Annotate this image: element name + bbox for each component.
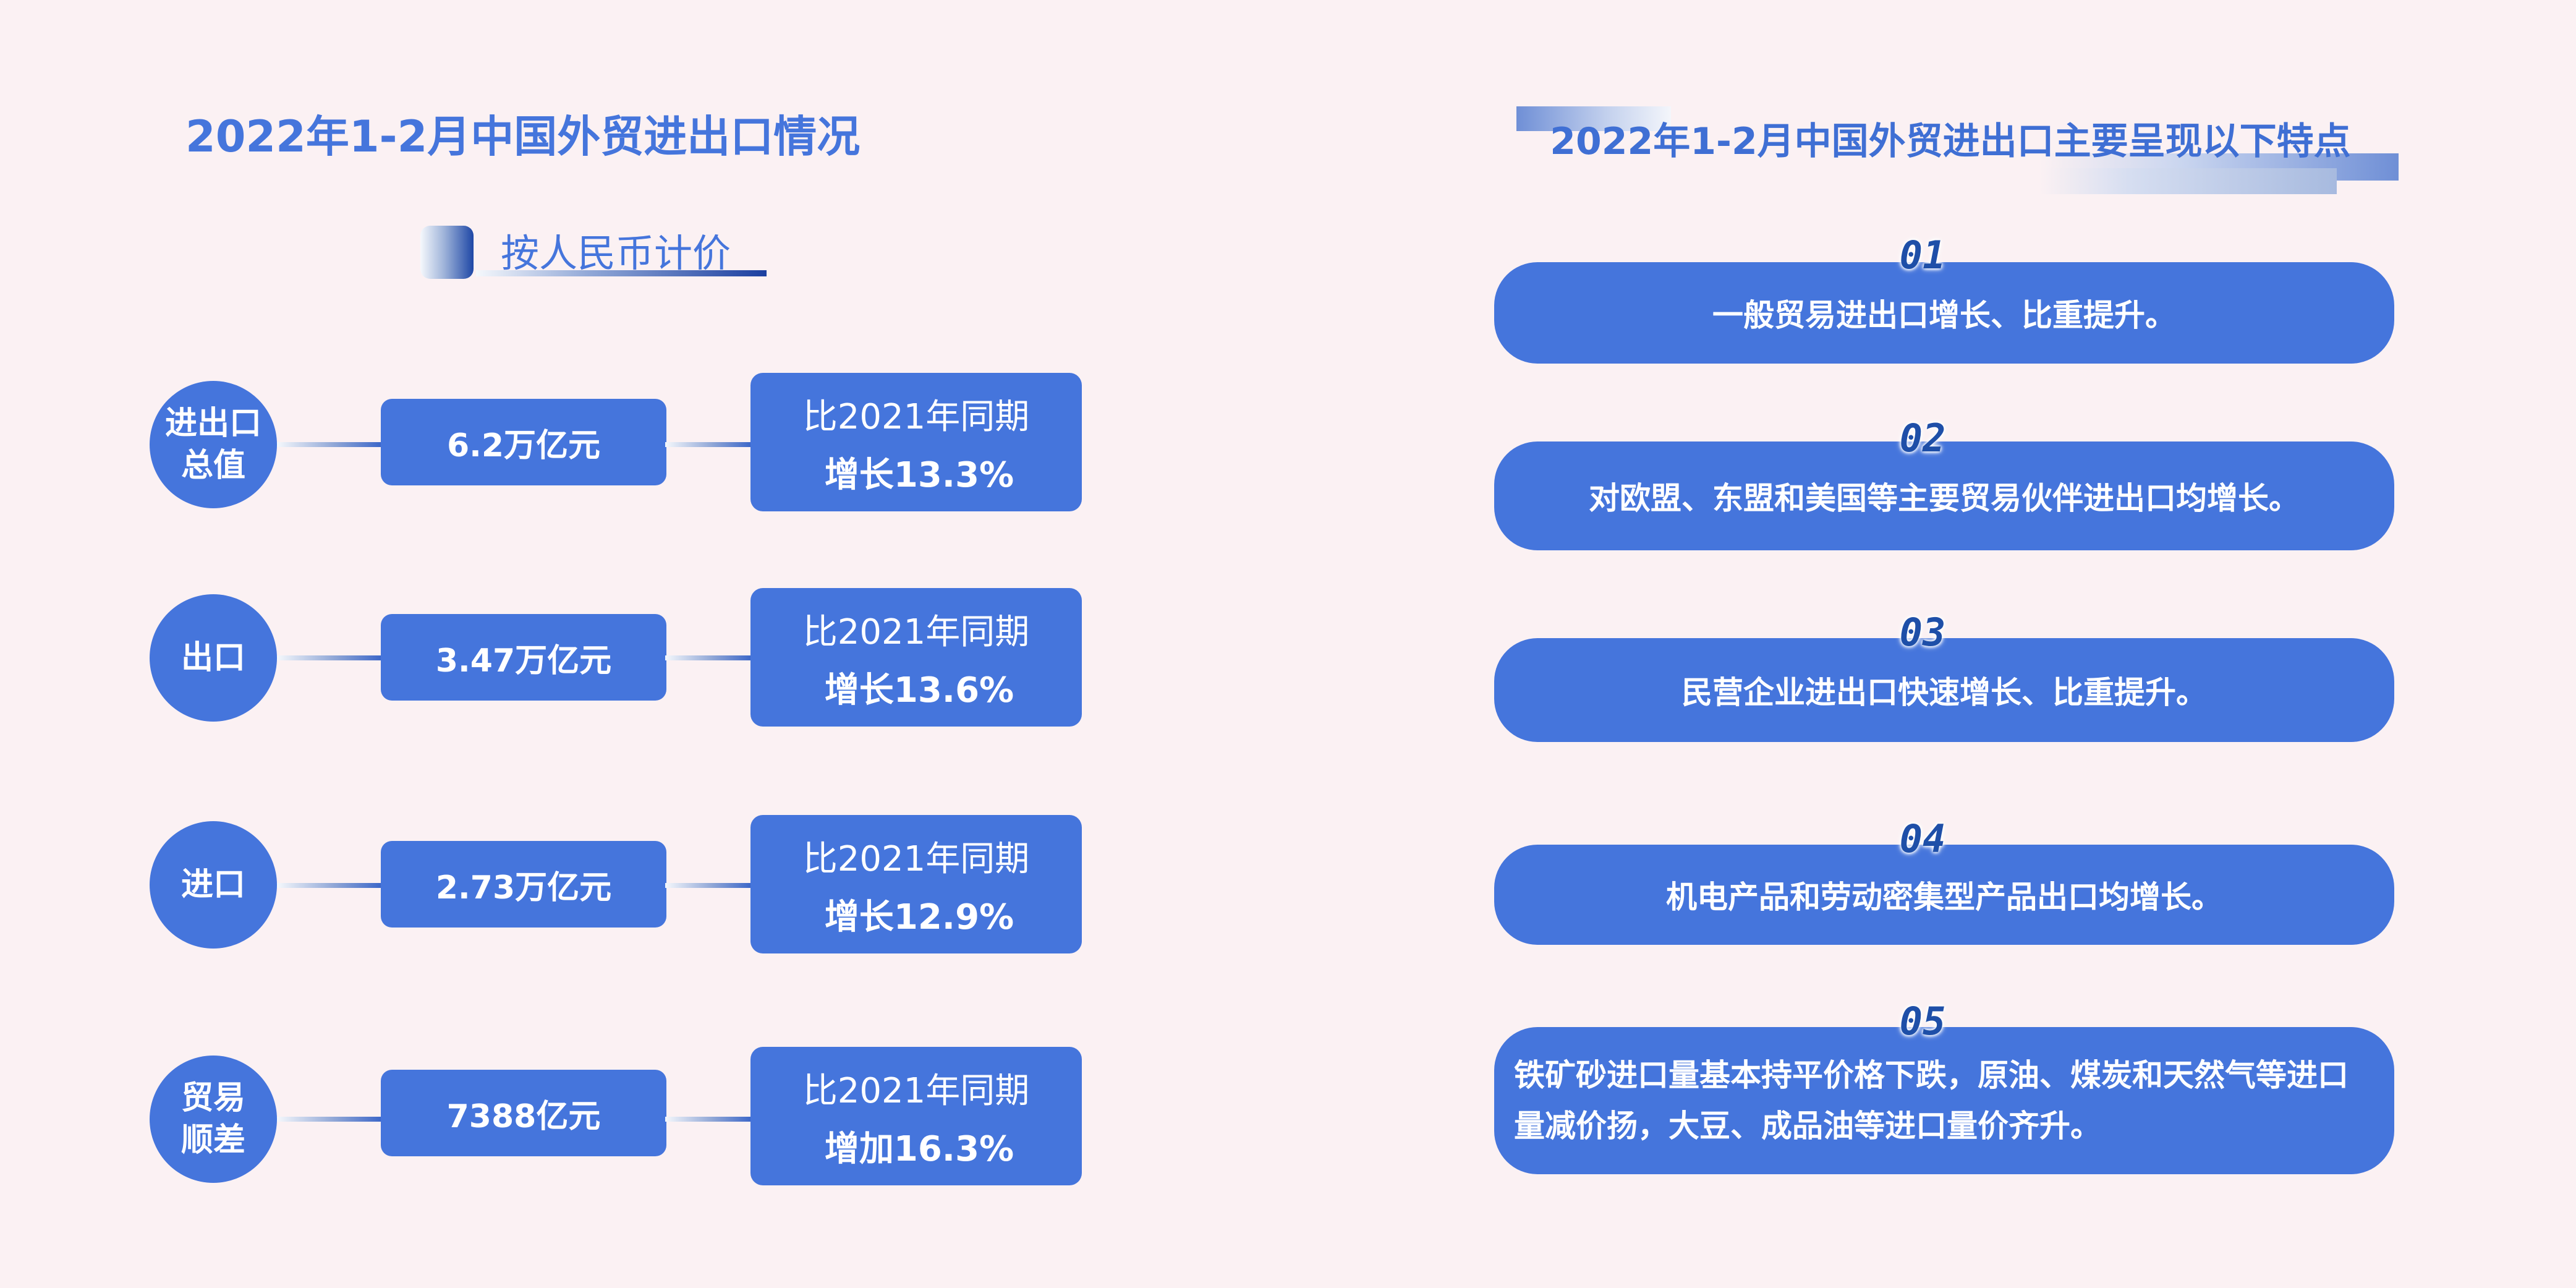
connector-line (665, 1117, 752, 1122)
feature-pill: 一般贸易进出口增长、比重提升。 (1494, 262, 2394, 364)
stat-label-circle: 进出口总值 (150, 381, 277, 508)
feature-number: 05 (1899, 999, 1946, 1044)
stat-compare-box: 比2021年同期 增加16.3% (750, 1047, 1082, 1185)
connector-line (277, 883, 382, 888)
left-title: 2022年1-2月中国外贸进出口情况 (185, 111, 861, 162)
stat-row-total: 进出口总值 6.2万亿元 比2021年同期 增长13.3% (0, 0, 1113, 511)
connector-line (277, 655, 382, 660)
stat-label-line1: 贸易 (181, 1080, 245, 1117)
stat-value-box: 3.47万亿元 (381, 614, 666, 701)
feature-number: 02 (1899, 416, 1946, 461)
compare-change: 增长13.3% (824, 455, 1014, 495)
stat-compare-box: 比2021年同期 增长12.9% (750, 815, 1082, 953)
compare-period: 比2021年同期 (802, 397, 1030, 437)
compare-change: 增长12.9% (824, 897, 1014, 937)
connector-line (665, 883, 752, 888)
stat-row-export: 出口 3.47万亿元 比2021年同期 增长13.6% (0, 0, 1113, 727)
feature-number: 03 (1899, 610, 1946, 655)
compare-period: 比2021年同期 (802, 1071, 1030, 1111)
right-title: 2022年1-2月中国外贸进出口主要呈现以下特点 (1550, 120, 2351, 163)
connector-line (277, 1117, 382, 1122)
feature-number: 04 (1899, 816, 1946, 861)
stat-label-circle: 进口 (150, 821, 277, 949)
stat-value-box: 6.2万亿元 (381, 399, 666, 485)
connector-line (277, 442, 382, 447)
stat-compare-box: 比2021年同期 增长13.6% (750, 588, 1082, 727)
title-decoration (1516, 106, 1671, 131)
connector-line (665, 655, 752, 660)
subtitle-square-icon (420, 226, 474, 279)
stat-label-line2: 总值 (181, 447, 245, 484)
subtitle-block: 按人民币计价 (420, 220, 767, 281)
stat-label-line1: 出口 (181, 639, 245, 676)
stat-label-line1: 进出口 (164, 405, 261, 442)
stat-label-line2: 顺差 (181, 1122, 245, 1159)
stat-row-surplus: 贸易顺差 7388亿元 比2021年同期 增加16.3% (0, 0, 1113, 1185)
stat-value-box: 2.73万亿元 (381, 841, 666, 928)
stat-row-import: 进口 2.73万亿元 比2021年同期 增长12.9% (0, 0, 1113, 953)
stat-label-line1: 进口 (181, 866, 245, 903)
feature-pill: 对欧盟、东盟和美国等主要贸易伙伴进出口均增长。 (1494, 441, 2394, 550)
connector-line (665, 442, 752, 447)
title-decoration (2040, 168, 2337, 194)
subtitle-text: 按人民币计价 (501, 231, 731, 276)
compare-period: 比2021年同期 (802, 612, 1030, 652)
feature-pill: 民营企业进出口快速增长、比重提升。 (1494, 638, 2394, 742)
feature-number: 01 (1899, 232, 1946, 278)
subtitle-underline (476, 270, 767, 276)
stat-value-box: 7388亿元 (381, 1070, 666, 1156)
stat-label-circle: 出口 (150, 594, 277, 722)
compare-change: 增长13.6% (824, 670, 1014, 710)
stat-label-circle: 贸易顺差 (150, 1056, 277, 1183)
feature-pill: 机电产品和劳动密集型产品出口均增长。 (1494, 845, 2394, 945)
stat-compare-box: 比2021年同期 增长13.3% (750, 373, 1082, 511)
compare-change: 增加16.3% (824, 1129, 1014, 1169)
compare-period: 比2021年同期 (802, 839, 1030, 879)
feature-pill: 铁矿砂进口量基本持平价格下跌，原油、煤炭和天然气等进口量减价扬，大豆、成品油等进… (1494, 1027, 2394, 1174)
